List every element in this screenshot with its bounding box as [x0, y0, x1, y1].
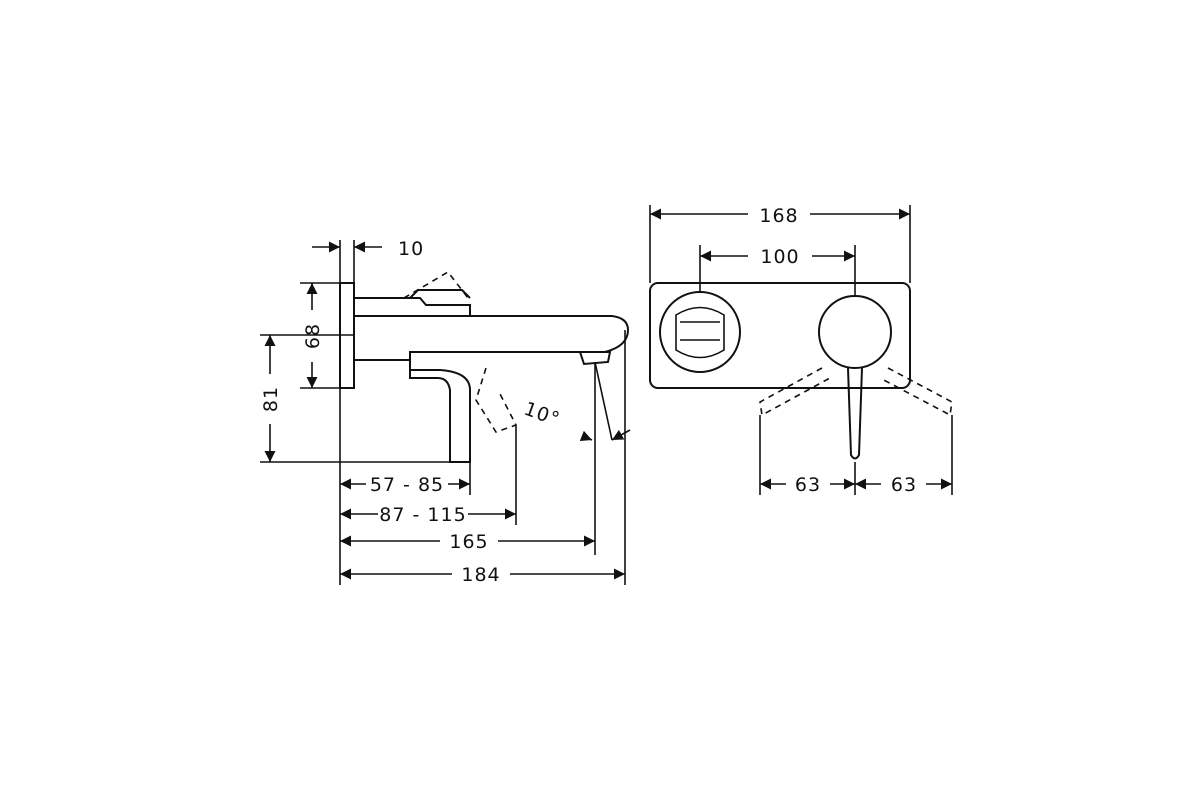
- dim-center-distance: 100: [760, 246, 799, 268]
- dim-lever-swing-left: 63: [795, 474, 821, 496]
- side-lever-hub: [409, 289, 471, 299]
- dim-lever-swing-right: 63: [891, 474, 917, 496]
- side-view: 10 68 81 57 - 85 87 - 115 165 184 10°: [260, 238, 631, 586]
- front-spout-outlet: [659, 291, 741, 373]
- dim-spout-projection: 165: [449, 531, 488, 553]
- dim-spout-height: 68: [302, 323, 324, 349]
- front-lever-swing-right: [879, 367, 953, 417]
- dim-overall-projection: 184: [461, 564, 500, 586]
- side-mixer-body: [354, 297, 471, 316]
- dim-overall-height: 81: [260, 386, 282, 412]
- front-lever-knob: [818, 295, 892, 369]
- front-cover-plate: [649, 282, 911, 389]
- dim-handle-reach-rotated: 87 - 115: [379, 504, 466, 526]
- side-lever-handle: [409, 360, 471, 463]
- dim-spout-angle: 10°: [521, 398, 563, 431]
- dim-handle-reach: 57 - 85: [370, 474, 444, 496]
- side-aerator: [578, 351, 612, 366]
- dim-plate-width: 168: [759, 205, 798, 227]
- side-lever-rotated-down: [475, 367, 518, 433]
- front-lever-handle: [847, 367, 863, 460]
- side-spout: [354, 315, 630, 361]
- front-view: 168 100 63 63: [649, 205, 953, 496]
- dim-wall-plate-thickness: 10: [398, 238, 424, 260]
- front-lever-swing-left: [759, 367, 831, 417]
- side-spout-angle-line: [594, 361, 613, 441]
